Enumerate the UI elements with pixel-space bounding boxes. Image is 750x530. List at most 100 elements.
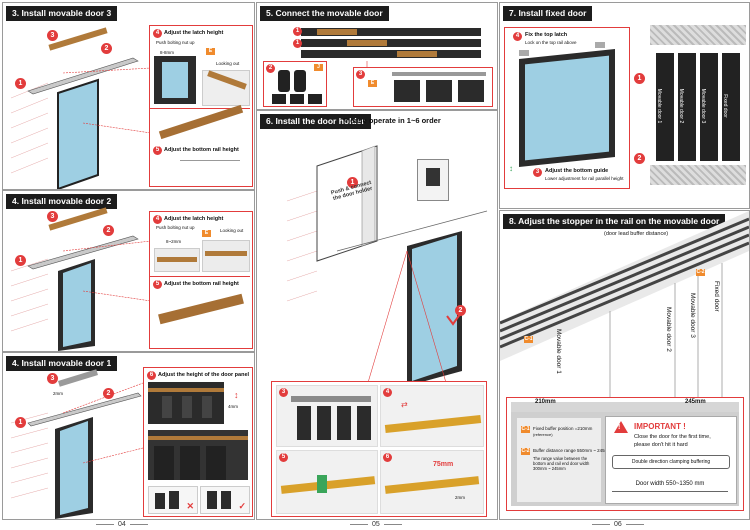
top-latch-label: Fix the top latch bbox=[525, 32, 568, 38]
section-title: 3. Install movable door 3 bbox=[6, 6, 118, 21]
bottom-rail-image bbox=[158, 104, 244, 140]
tool-tag: J bbox=[314, 64, 323, 71]
step-badge-1: 1 bbox=[634, 73, 645, 84]
bottom-guide-sub: Lower adjustment for rail parallel heigh… bbox=[545, 176, 624, 181]
section-title: 8. Adjust the stopper in the rail on the… bbox=[503, 214, 726, 229]
detail-frame: 4 Adjust the latch height Push bolting n… bbox=[149, 211, 253, 349]
step-badge-4: 4 bbox=[153, 29, 162, 38]
door-label-3: Movable door 3 bbox=[700, 88, 706, 124]
step-badge-5: 5 bbox=[153, 280, 162, 289]
tool-tag: E bbox=[368, 80, 377, 87]
c2-tag: C-2 bbox=[521, 448, 530, 455]
dimension-label: 75mm bbox=[433, 461, 454, 468]
bottom-guide-label: Adjust the bottom guide bbox=[545, 168, 609, 174]
step-badge-3: 3 bbox=[356, 70, 365, 79]
section-adjust-stopper: 8. Adjust the stopper in the rail on the… bbox=[499, 210, 750, 520]
step-badge-6: 6 bbox=[147, 371, 156, 380]
small-dimension-label: 2mm bbox=[455, 495, 465, 500]
step-badge-1b: 1 bbox=[293, 39, 302, 48]
step-badge-2: 2 bbox=[103, 225, 114, 236]
door-label-4: Fixed door bbox=[713, 281, 720, 312]
step-badge-3: 3 bbox=[47, 211, 58, 222]
latch-photo bbox=[154, 56, 196, 104]
door-1-illustration bbox=[10, 369, 144, 519]
panel-height-label: Adjust the height of the door panel bbox=[158, 372, 250, 378]
important-title: IMPORTANT ! bbox=[634, 422, 686, 431]
bottom-rail-label: Adjust the bottom rail height bbox=[164, 147, 239, 153]
tool-tag: E bbox=[206, 48, 215, 55]
warning-icon bbox=[614, 421, 628, 433]
c1-tag: C-1 bbox=[524, 336, 533, 343]
right-dimension: 245mm bbox=[685, 399, 706, 405]
dimension-label: 8-8mm bbox=[160, 50, 175, 55]
section-connect-movable-door: 5. Connect the movable door 1 1 2 J 3 E bbox=[256, 2, 498, 110]
step-badge-3: 3 bbox=[279, 388, 288, 397]
push-nut-label: Push bolting nut up bbox=[156, 225, 195, 230]
cross-icon: ✕ bbox=[186, 501, 194, 511]
door-label-3: Movable door 3 bbox=[689, 293, 696, 338]
left-dimension: 210mm bbox=[535, 399, 556, 405]
stopper-illustration bbox=[500, 211, 749, 399]
c1-tag: C-1 bbox=[521, 426, 530, 433]
top-gap-label: 2mm bbox=[53, 391, 63, 396]
step-badge-1: 1 bbox=[293, 27, 302, 36]
push-nut-label: Push bolting nut up bbox=[156, 40, 195, 45]
section-install-fixed-door: 7. Install fixed door 4 Fix the top latc… bbox=[499, 2, 750, 209]
step-badge-1: 1 bbox=[15, 78, 26, 89]
important-line-2: please don't hit it hard bbox=[634, 442, 688, 448]
step-badge-4: 4 bbox=[153, 215, 162, 224]
step-badge-1: 1 bbox=[347, 177, 358, 188]
step-6-photo: 6 75mm 2mm bbox=[380, 450, 484, 514]
step-badge-2: 2 bbox=[634, 153, 645, 164]
step-badge-3: 3 bbox=[47, 30, 58, 41]
dimension-label: 8~2mm bbox=[166, 239, 182, 244]
bottom-rail-image bbox=[158, 293, 244, 325]
page-number: 06 bbox=[588, 521, 648, 528]
latch-height-label: Adjust the latch height bbox=[164, 216, 224, 222]
step-5-photo: 5 bbox=[276, 450, 378, 514]
page-number: 04 bbox=[92, 521, 152, 528]
fixed-door-panel bbox=[519, 48, 615, 168]
door-label-1: Movable door 1 bbox=[656, 88, 662, 124]
door-2-illustration bbox=[10, 207, 152, 351]
step-badge-3: 3 bbox=[533, 168, 542, 177]
step-badge-5: 5 bbox=[279, 453, 288, 462]
page-number: 05 bbox=[346, 521, 406, 528]
section-subtitle: (door lead buffer distance) bbox=[604, 231, 669, 237]
step-badge-2: 2 bbox=[101, 43, 112, 54]
latch-height-label: Adjust the latch height bbox=[164, 30, 224, 36]
step-badge-1: 1 bbox=[15, 417, 26, 428]
fixed-door-detail: 4 Fix the top latch Lock on the top rail… bbox=[504, 27, 630, 189]
step-4-photo: 4 ⇄ bbox=[380, 385, 484, 447]
buffer-detail-frame: 210mm 245mm C-1 Fixed buffer position =2… bbox=[506, 397, 744, 511]
door-label-1: Movable door 1 bbox=[555, 329, 562, 374]
door-label-2: Movable door 2 bbox=[665, 307, 672, 352]
adjust-arrow-icon: ↕ bbox=[234, 390, 239, 400]
steps-3-6-frame: 3 4 ⇄ 5 6 75mm 2mm bbox=[271, 381, 487, 517]
important-box: ! IMPORTANT ! Close the door for the fir… bbox=[605, 416, 737, 504]
range-text: The range value between the bottom and r… bbox=[533, 456, 590, 471]
step-badge-1: 1 bbox=[15, 255, 26, 266]
section-install-door-holder: 6. Install the door holder Please operat… bbox=[256, 110, 498, 520]
hanger-detail-frame: 3 E bbox=[353, 67, 493, 107]
door-holder-illustration bbox=[286, 145, 488, 387]
detail-frame: 6 Adjust the height of the door panel 4m… bbox=[143, 367, 253, 517]
section-install-movable-door-2: 4. Install movable door 2 3 2 1 4 Adjust… bbox=[2, 190, 255, 352]
step-badge-2: 2 bbox=[266, 64, 275, 73]
step-3-photo: 3 bbox=[276, 385, 378, 447]
tool-tag: E bbox=[202, 230, 211, 237]
section-title: 4. Install movable door 2 bbox=[6, 194, 118, 209]
c1-ref: (reference) bbox=[533, 432, 553, 437]
step-badge-2: 2 bbox=[455, 305, 466, 316]
c1-text: Fixed buffer position =210mm bbox=[533, 426, 593, 431]
step-badge-5: 5 bbox=[153, 146, 162, 155]
looking-out-photo bbox=[202, 70, 250, 106]
important-line-1: Close the door for the first time, bbox=[634, 434, 711, 440]
bottom-rail-label: Adjust the bottom rail height bbox=[164, 281, 239, 287]
section-title: 7. Install fixed door bbox=[503, 6, 593, 21]
clamp-text: Double direction clamping buffering bbox=[612, 455, 730, 469]
step-badge-2: 2 bbox=[103, 388, 114, 399]
section-title: 5. Connect the movable door bbox=[260, 6, 389, 21]
step-badge-4: 4 bbox=[513, 32, 522, 41]
